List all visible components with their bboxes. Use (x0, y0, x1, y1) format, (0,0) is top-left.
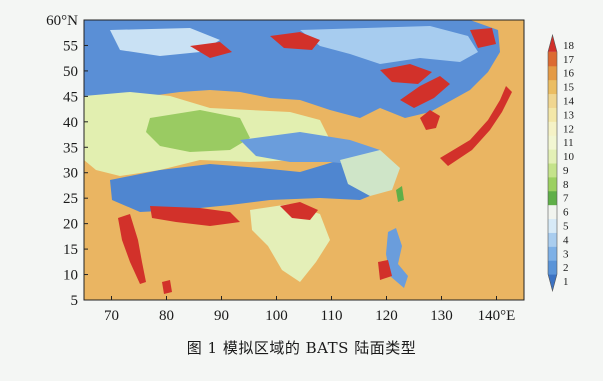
latitude-axis: 5 10 15 20 25 30 35 40 45 50 55 60°N (46, 13, 88, 309)
map-region-mongolia-blue (240, 132, 380, 166)
map-frame (83, 19, 525, 301)
colorbar-label: 13 (563, 109, 575, 121)
lon-tick-label: 130 (430, 308, 453, 324)
map-region-taiwan (396, 186, 404, 202)
colorbar-label: 6 (563, 207, 569, 219)
map-region-philippines (386, 228, 408, 288)
lat-tick-label: 20 (63, 217, 78, 233)
lon-tick-label: 100 (265, 308, 288, 324)
colorbar-label: 10 (563, 151, 575, 163)
colorbar-label: 11 (563, 137, 574, 149)
colorbar-swatch-2 (548, 260, 557, 275)
map-region-himalaya-red (150, 206, 240, 226)
lat-tick-label: 25 (63, 191, 78, 207)
map-area (84, 20, 524, 300)
lon-tick-label: 120 (375, 308, 398, 324)
colorbar-swatch-13 (548, 107, 557, 122)
map-region-south-china-red (280, 202, 318, 220)
colorbar-swatch-14 (548, 93, 557, 108)
lat-tick-label: 45 (63, 89, 78, 105)
colorbar-label: 3 (563, 248, 569, 260)
colorbar-label: 9 (563, 165, 569, 177)
colorbar-swatch-15 (548, 79, 557, 95)
lon-tick-label: 110 (321, 308, 343, 324)
colorbar-swatch-8 (548, 176, 557, 192)
map-region-indochina-green (250, 204, 330, 282)
colorbar-swatch-12 (548, 121, 557, 136)
lat-tick-label: 10 (63, 268, 78, 284)
map-region-east-china (340, 150, 400, 196)
lon-tick-label: 80 (159, 308, 174, 324)
lat-tick-label: 30 (63, 166, 78, 182)
colorbar-outline (547, 33, 558, 293)
colorbar-swatch-18 (548, 35, 557, 52)
map-region-japan (440, 86, 512, 166)
colorbar-swatch-6 (548, 204, 557, 220)
colorbar-swatch-9 (548, 163, 557, 178)
map-region-tibetan-plateau (110, 160, 384, 212)
colorbar-label: 7 (563, 193, 569, 205)
colorbar-label: 8 (563, 179, 569, 191)
map-region-korea (420, 110, 440, 130)
colorbar-label: 16 (563, 68, 575, 80)
colorbar-swatch-7 (548, 190, 557, 206)
longitude-axis: 70 80 90 100 110 120 130 140°E (104, 296, 515, 324)
map-region-north-red-2 (380, 64, 432, 84)
lat-tick-label: 35 (63, 140, 78, 156)
colorbar-swatch-17 (548, 51, 557, 67)
map-region-north-red-4 (470, 28, 496, 48)
colorbar-label: 18 (563, 40, 575, 52)
colorbar-label: 1 (563, 276, 569, 288)
lat-tick-label: 60°N (46, 13, 78, 29)
colorbar-swatch-3 (548, 246, 557, 261)
colorbar-swatch-5 (548, 218, 557, 233)
map-region-north-red-3 (190, 42, 232, 58)
lat-tick-label: 50 (63, 64, 78, 80)
figure-caption: 图 1 模拟区域的 BATS 陆面类型 (186, 339, 417, 357)
lon-tick-label: 140°E (478, 308, 516, 324)
lat-tick-label: 40 (63, 115, 78, 131)
colorbar-swatch-4 (548, 232, 557, 247)
map-region-north-red-1 (270, 32, 320, 50)
map-region-india-west-coast (118, 214, 146, 284)
colorbar-swatch-1 (548, 274, 557, 291)
lat-tick-label: 15 (63, 242, 78, 258)
lat-tick-label: 55 (63, 38, 78, 54)
map-region-philippines-red (378, 260, 392, 280)
colorbar-swatch-11 (548, 135, 557, 150)
colorbar-label: 12 (563, 123, 574, 135)
map-region-sri-lanka (162, 280, 172, 294)
map-region-northern-light-blue (300, 26, 478, 64)
colorbar-label: 2 (563, 262, 569, 274)
lon-tick-label: 70 (104, 308, 119, 324)
map-region-grassland-green (146, 110, 250, 152)
colorbar-swatch-16 (548, 65, 557, 81)
colorbar-label: 17 (563, 54, 575, 66)
lon-tick-label: 90 (214, 308, 229, 324)
colorbar-label: 15 (563, 82, 575, 94)
colorbar-label: 4 (563, 234, 569, 246)
colorbar-label: 14 (563, 96, 575, 108)
map-region-manchuria-red (400, 76, 450, 108)
map-region-northwest-light (110, 28, 220, 56)
colorbar-swatch-10 (548, 149, 557, 164)
lat-tick-label: 5 (71, 293, 79, 309)
colorbar-label: 5 (563, 221, 569, 233)
